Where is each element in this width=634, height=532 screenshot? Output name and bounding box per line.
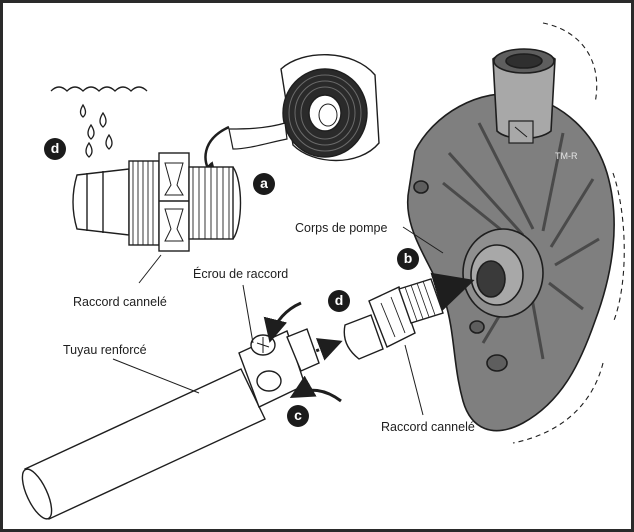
ptfe-tape-roll-icon	[197, 53, 380, 183]
pump-body-label: Corps de pompe	[295, 221, 388, 235]
installation-illustration: TM-R	[21, 22, 625, 520]
step-d-badge-bottom: d	[328, 290, 350, 312]
barbed-fitting-bottom-leader	[404, 344, 424, 416]
water-drops-icon	[50, 86, 148, 158]
reinforced-hose-label: Tuyau renforcé	[63, 343, 147, 357]
union-nut-label: Écrou de raccord	[193, 267, 289, 281]
pump-casting-mark: TM-R	[555, 151, 578, 161]
reinforced-hose-leader	[112, 358, 200, 394]
reinforced-hose-drawing	[21, 301, 342, 520]
pump-body-drawing	[406, 48, 615, 432]
step-b-badge: b	[397, 248, 419, 270]
step-a-badge: a	[253, 173, 275, 195]
barbed-fitting-bottom-drawing	[343, 278, 444, 360]
step-d-badge-top: d	[44, 138, 66, 160]
insert-into-pump-arrow	[430, 272, 475, 311]
barbed-fitting-bottom-label: Raccord cannelé	[381, 420, 475, 434]
pump-housing-dashed-outline	[512, 22, 625, 444]
step-c-badge: c	[287, 405, 309, 427]
barbed-fitting-top-label: Raccord cannelé	[73, 295, 167, 309]
barbed-fitting-top-drawing	[72, 152, 242, 252]
barbed-fitting-top-leader	[138, 254, 162, 284]
pump-body-leader	[402, 226, 444, 254]
union-nut-leader	[242, 284, 254, 344]
